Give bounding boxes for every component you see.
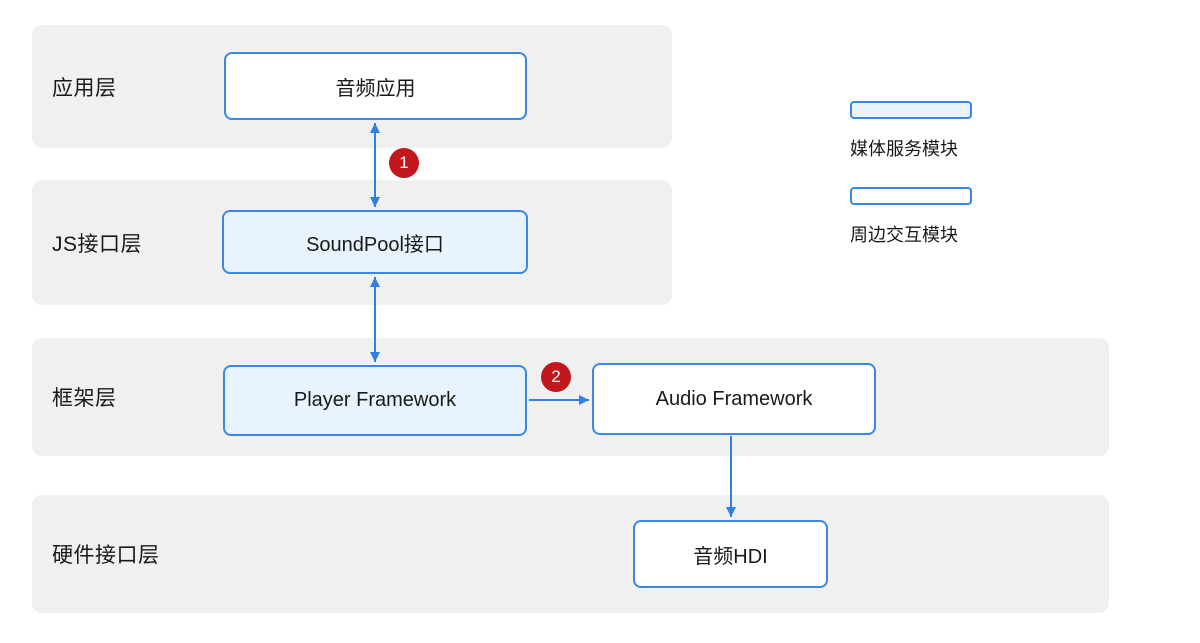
node-audio-framework-label: Audio Framework [655, 387, 813, 410]
layer-band-hardware-interface: 硬件接口层 [32, 495, 1109, 613]
layer-label-framework: 框架层 [52, 387, 117, 410]
legend-swatch-peripheral-interaction [850, 187, 972, 205]
layer-label-hardware-interface: 硬件接口层 [52, 544, 160, 567]
step-badge-1: 1 [389, 148, 419, 178]
legend-label-media-service: 媒体服务模块 [850, 139, 958, 159]
node-audio-app: 音频应用 [224, 52, 527, 120]
layer-label-js-interface: JS接口层 [52, 232, 143, 256]
node-audio-hdi-label: 音频HDI [693, 545, 768, 568]
node-player-framework: Player Framework [223, 365, 527, 436]
legend-item-peripheral-interaction: 周边交互模块 [850, 187, 972, 247]
node-audio-framework: Audio Framework [592, 363, 876, 435]
legend-swatch-media-service [850, 101, 972, 119]
legend-label-peripheral-interaction: 周边交互模块 [850, 225, 958, 245]
step-badge-2: 2 [541, 362, 571, 392]
node-audio-app-label: 音频应用 [335, 77, 416, 100]
node-audio-hdi: 音频HDI [633, 520, 828, 588]
legend-item-media-service: 媒体服务模块 [850, 101, 972, 161]
layer-label-application: 应用层 [52, 76, 117, 100]
node-player-framework-label: Player Framework [293, 389, 457, 411]
node-soundpool-label: SoundPool接口 [306, 233, 444, 256]
node-soundpool-interface: SoundPool接口 [222, 210, 528, 274]
layer-band-framework: 框架层 [32, 338, 1109, 456]
